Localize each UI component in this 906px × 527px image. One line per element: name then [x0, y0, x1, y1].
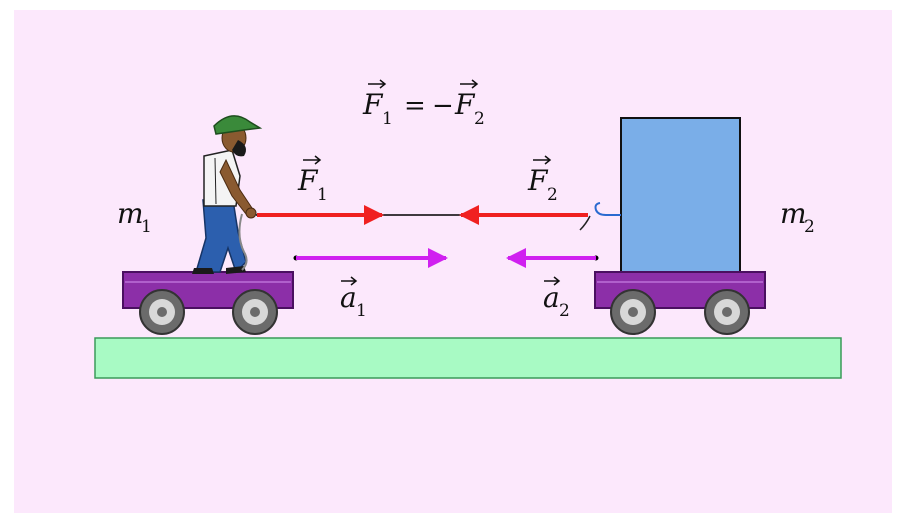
mass-m1-symbol: m [117, 197, 144, 230]
force-label-f2: F 2 [527, 155, 558, 205]
force-f2-symbol: F [527, 164, 549, 197]
mass-m2-symbol: m [780, 197, 807, 230]
mass-m1-subscript: 1 [141, 217, 152, 237]
hook-icon [579, 202, 621, 231]
accel-a2-subscript: 2 [559, 301, 570, 321]
background-panel [14, 10, 892, 513]
equation-equals: = [404, 91, 426, 121]
equation-label: F 1 = − F 2 [362, 79, 485, 129]
accel-label-a1: a 1 [340, 276, 367, 321]
ground-track [94, 337, 842, 379]
right-cart-wheel-front [610, 289, 656, 335]
left-cart [122, 271, 294, 335]
equation-lhs-symbol: F [362, 88, 384, 121]
force-f1-subscript: 1 [317, 185, 328, 205]
equation-minus: − [432, 91, 454, 121]
left-cart-wheel-back [232, 289, 278, 335]
accel-a1-subscript: 1 [356, 301, 367, 321]
force-label-f1: F 1 [297, 155, 328, 205]
force-f2-subscript: 2 [547, 185, 558, 205]
force-f1-symbol: F [297, 164, 319, 197]
right-cart-wheel-back [704, 289, 750, 335]
mass-label-m2: m 2 [780, 197, 815, 237]
right-cart [579, 117, 766, 335]
left-cart-wheel-front [139, 289, 185, 335]
heavy-box [620, 117, 741, 273]
equation-lhs-subscript: 1 [382, 109, 393, 129]
accel-a1-symbol: a [340, 281, 357, 314]
accel-label-a2: a 2 [543, 276, 570, 321]
equation-rhs-symbol: F [454, 88, 476, 121]
equation-rhs-subscript: 2 [474, 109, 485, 129]
worker-figure [192, 115, 263, 274]
mass-m2-subscript: 2 [804, 217, 815, 237]
mass-label-m1: m 1 [117, 197, 152, 237]
accel-a2-symbol: a [543, 281, 560, 314]
